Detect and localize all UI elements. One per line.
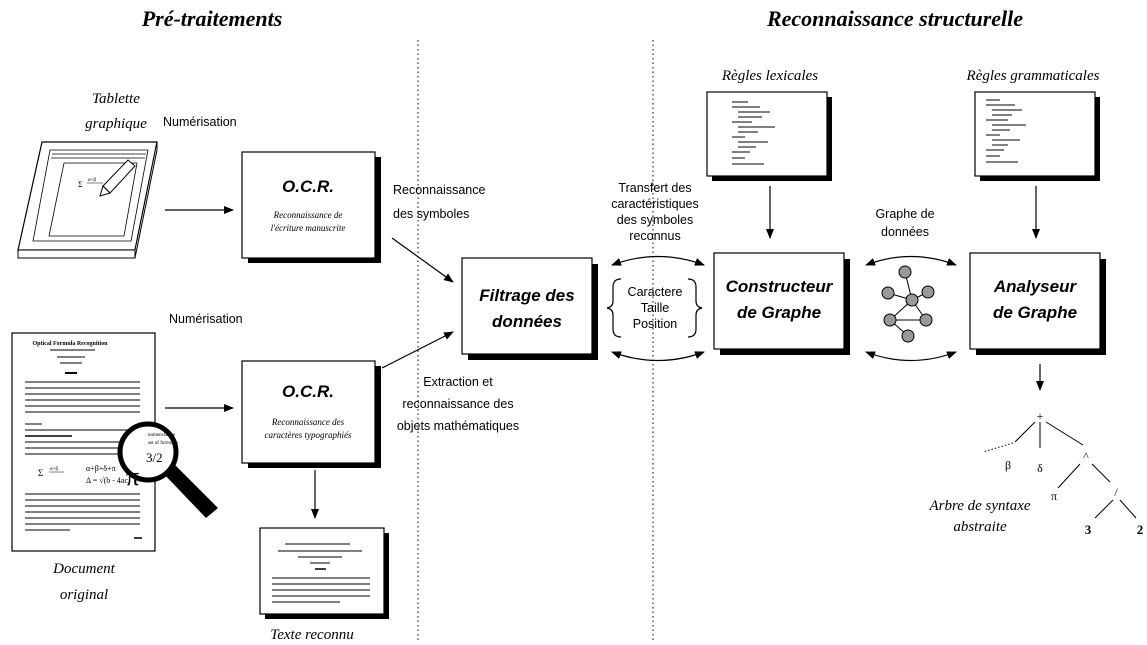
svg-text:α+β: α+β	[50, 467, 58, 472]
characteristic-label: Taille	[641, 301, 670, 315]
svg-text:Optical Formula Recognition: Optical Formula Recognition	[33, 341, 109, 347]
extraction-label: objets mathématiques	[397, 419, 519, 433]
svg-text:nomenclature: nomenclature	[148, 433, 176, 438]
svg-text:α+β+δ+π: α+β+δ+π	[86, 464, 116, 473]
transfer-label: des symboles	[617, 213, 693, 227]
grammar-rules-box	[974, 91, 1100, 181]
graph-analyzer-box: Analyseur de Graphe	[969, 252, 1106, 355]
curved-arrow	[865, 255, 957, 266]
tree-node-div: /	[1114, 485, 1118, 499]
extraction-label: reconnaissance des	[402, 397, 513, 411]
analyzer-title: de Graphe	[993, 303, 1077, 322]
tablet-label: Tablette	[92, 91, 140, 107]
tree-node-power: ^	[1083, 449, 1089, 463]
ocr-subtitle: Reconnaissance des	[271, 417, 345, 427]
recognized-text-box	[259, 527, 389, 619]
svg-text:Σ: Σ	[38, 468, 43, 478]
filter-title: Filtrage des	[479, 286, 574, 305]
header-structural-recognition: Reconnaissance structurelle	[766, 6, 1023, 31]
filter-box: Filtrage des données	[461, 257, 598, 360]
document-illustration: Optical Formula Recognition Σ α+β α+β+δ+…	[11, 332, 156, 552]
tablet-illustration: Σ α+β	[17, 141, 158, 259]
ocr-handwriting-box: O.C.R. Reconnaissance de l'écriture manu…	[241, 151, 381, 263]
lexical-rules-label: Règles lexicales	[721, 68, 818, 84]
svg-text:Δ = √(b - 4ac): Δ = √(b - 4ac)	[86, 476, 131, 485]
lexical-rules-box	[706, 91, 832, 181]
transfer-label: Transfert des	[618, 181, 691, 195]
digitization-label: Numérisation	[163, 115, 237, 129]
tree-node-plus: +	[1037, 409, 1044, 423]
arrow	[381, 331, 454, 369]
tree-node-three: 3	[1085, 522, 1092, 537]
curved-arrow	[611, 255, 705, 266]
document-label: Document	[52, 561, 115, 577]
curved-arrow	[611, 351, 705, 362]
svg-text:α+β: α+β	[88, 178, 96, 183]
constructor-title: Constructeur	[726, 277, 834, 296]
syntax-tree-caption: abstraite	[953, 519, 1007, 535]
magnifier-icon: nomenclature set of formulas 3/2 π	[117, 421, 218, 518]
syntax-tree-caption: Arbre de syntaxe	[928, 498, 1030, 514]
graph-data-label: données	[881, 225, 929, 239]
ocr-subtitle: l'écriture manuscrite	[271, 223, 346, 233]
svg-text:set of formulas: set of formulas	[148, 441, 178, 446]
ocr-title: O.C.R.	[282, 177, 334, 196]
symbol-recognition-label: des symboles	[393, 207, 469, 221]
constructor-title: de Graphe	[737, 303, 821, 322]
data-graph-icon	[881, 265, 935, 343]
arrow	[391, 237, 454, 283]
left-brace	[606, 278, 622, 338]
transfer-label: reconnus	[629, 229, 680, 243]
transfer-label: caractéristiques	[611, 197, 699, 211]
tree-node-beta: β	[1005, 458, 1011, 472]
ocr-title: O.C.R.	[282, 382, 334, 401]
right-brace	[687, 278, 703, 338]
characteristic-label: Caractere	[628, 285, 683, 299]
filter-title: données	[492, 312, 562, 331]
header-preprocessing: Pré-traitements	[141, 6, 283, 31]
ocr-subtitle: Reconnaissance de	[273, 210, 343, 220]
tree-node-two: 2	[1137, 522, 1144, 537]
digitization-label: Numérisation	[169, 312, 243, 326]
characteristic-label: Position	[633, 317, 678, 331]
ocr-typography-box: O.C.R. Reconnaissance des caractères typ…	[241, 360, 381, 468]
graph-constructor-box: Constructeur de Graphe	[713, 252, 850, 355]
document-label: original	[60, 587, 108, 603]
recognized-text-label: Texte reconnu	[270, 627, 353, 643]
svg-text:Σ: Σ	[78, 180, 83, 189]
grammar-rules-label: Règles grammaticales	[966, 68, 1100, 84]
syntax-tree: + β δ ^ π / 3 2	[982, 409, 1144, 537]
extraction-label: Extraction et	[423, 375, 493, 389]
tree-node-pi: π	[1051, 489, 1057, 503]
analyzer-title: Analyseur	[993, 277, 1078, 296]
ocr-subtitle: caractères typographiés	[265, 430, 352, 440]
svg-text:π: π	[126, 462, 139, 491]
svg-text:3/2: 3/2	[146, 450, 163, 465]
tablet-label: graphique	[85, 116, 147, 132]
graph-data-label: Graphe de	[875, 207, 934, 221]
curved-arrow	[865, 351, 957, 362]
symbol-recognition-label: Reconnaissance	[393, 183, 485, 197]
tree-node-delta: δ	[1037, 461, 1043, 475]
